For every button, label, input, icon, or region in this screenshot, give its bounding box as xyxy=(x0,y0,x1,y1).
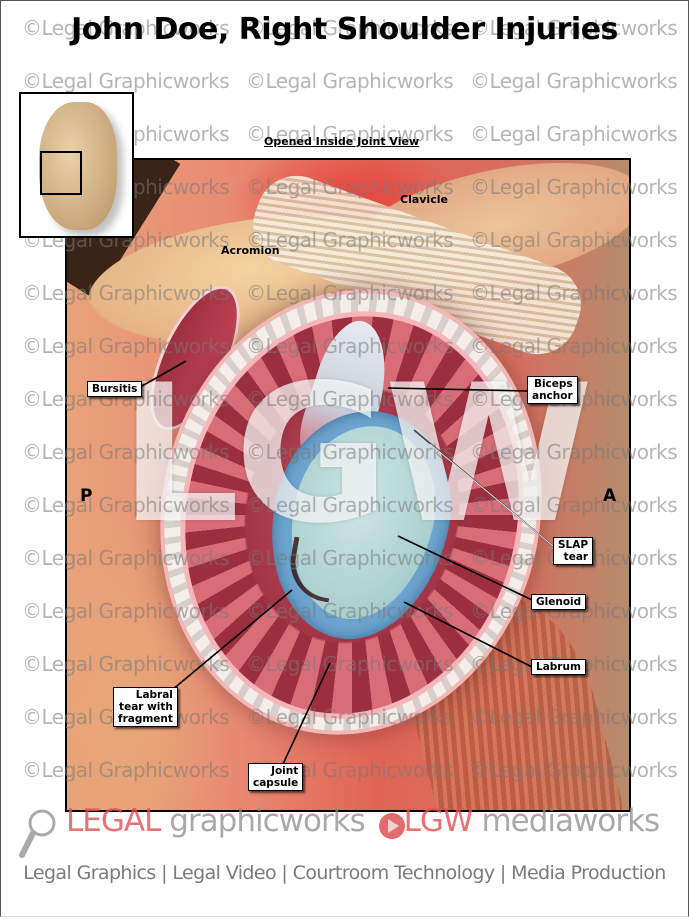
callout-labral-tear: Labral tear with fragment xyxy=(113,687,178,727)
clavicle-label: Clavicle xyxy=(400,193,448,206)
callout-labrum: Labrum xyxy=(531,659,586,675)
shoulder-thumbnail xyxy=(39,102,117,230)
acromion-label: Acromion xyxy=(221,244,280,257)
callout-joint-capsule: Joint capsule xyxy=(248,763,304,791)
page-title: John Doe, Right Shoulder Injuries xyxy=(71,12,618,47)
lgw-overlay-logo: LGW xyxy=(119,344,594,565)
magnifier-icon xyxy=(19,809,56,858)
brand-lgw: LGW xyxy=(403,803,474,839)
brand-legal: LEGAL xyxy=(66,803,161,839)
brand-graphicworks: graphicworks xyxy=(169,803,366,839)
footer-tagline: Legal Graphics | Legal Video | Courtroom… xyxy=(23,862,666,884)
posterior-marker: P xyxy=(80,486,93,506)
anterior-marker: A xyxy=(603,486,617,506)
play-icon xyxy=(379,813,405,839)
locator-inset xyxy=(19,92,134,238)
callout-bursitis: Bursitis xyxy=(87,381,143,397)
brand-logo-line: LEGAL graphicworks LGW mediaworks xyxy=(30,803,660,839)
brand-mediaworks: mediaworks xyxy=(481,803,660,839)
view-label: Opened Inside Joint View xyxy=(264,135,420,148)
callout-glenoid: Glenoid xyxy=(531,594,587,610)
callout-biceps-anchor: Biceps anchor xyxy=(527,376,578,404)
zoom-region-box xyxy=(40,151,82,195)
callout-slap-tear: SLAP tear xyxy=(553,537,594,565)
